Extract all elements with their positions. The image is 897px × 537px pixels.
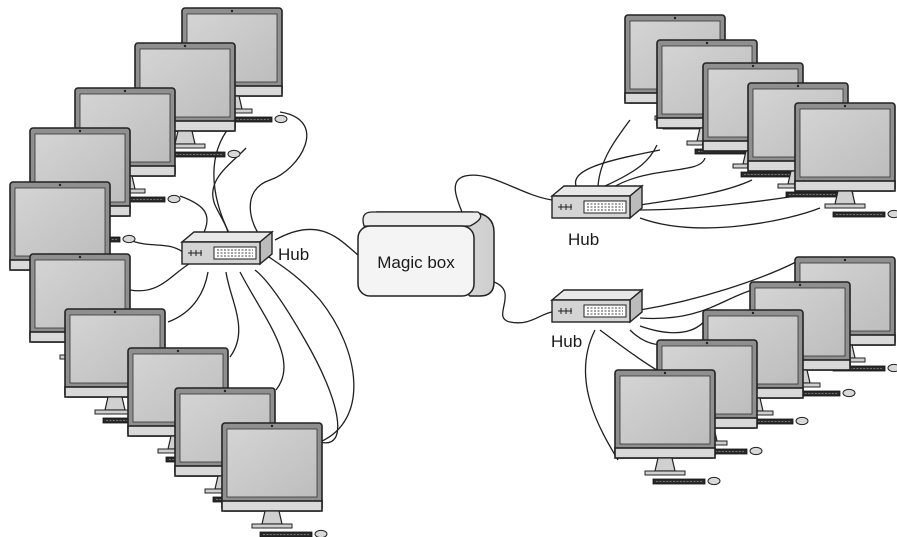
computer-monitor-icon bbox=[614, 369, 721, 486]
hub-left: Hub bbox=[181, 231, 309, 265]
magic-box: Magic box bbox=[357, 211, 495, 297]
network-hub-icon bbox=[551, 289, 643, 323]
network-hub-icon bbox=[551, 185, 643, 219]
hub-label: Hub bbox=[568, 230, 599, 249]
hub-label: Hub bbox=[551, 332, 582, 351]
computer-monitor-icon bbox=[221, 422, 328, 537]
network-hub-icon bbox=[181, 231, 273, 265]
hub-label: Hub bbox=[278, 245, 309, 264]
upper-right-computer-cluster bbox=[624, 14, 897, 219]
left-computer-cluster bbox=[9, 7, 328, 537]
hub-lower-right: Hub bbox=[551, 289, 643, 351]
magic-box-label: Magic box bbox=[377, 253, 455, 272]
computer-monitor-icon bbox=[794, 102, 897, 219]
lower-right-computer-cluster bbox=[614, 256, 897, 486]
network-cables bbox=[124, 111, 821, 461]
hub-upper-right: Hub bbox=[551, 185, 643, 249]
